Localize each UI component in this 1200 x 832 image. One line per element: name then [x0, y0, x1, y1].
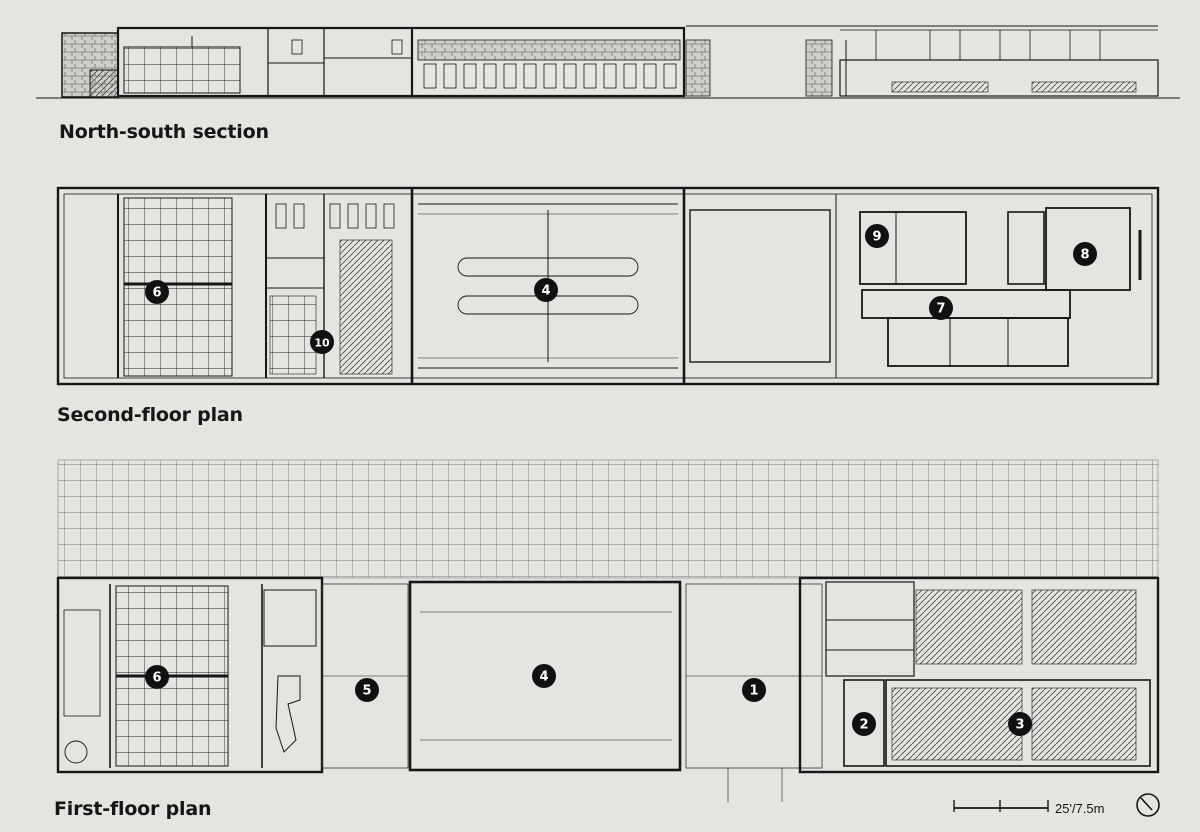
scale-bar — [953, 800, 1049, 812]
second-floor-room-number: 10 — [314, 337, 330, 350]
first-floor-room-marker-4: 4 — [532, 664, 556, 688]
first-floor-room-marker-2: 2 — [852, 712, 876, 736]
second-floor-room-marker-10: 10 — [310, 330, 334, 354]
first-floor-room-number: 2 — [859, 718, 868, 733]
north-south-section — [36, 25, 1180, 99]
second-floor-room-marker-7: 7 — [929, 296, 953, 320]
second-floor-room-marker-6: 6 — [145, 280, 169, 304]
second-floor-room-number: 8 — [1080, 248, 1089, 263]
north-arrow-icon — [1136, 793, 1160, 817]
first-floor-title: First-floor plan — [54, 798, 212, 820]
second-floor-title: Second-floor plan — [57, 404, 243, 426]
second-floor-room-number: 6 — [152, 286, 161, 301]
second-floor-room-marker-4: 4 — [534, 278, 558, 302]
scale-label: 25'/7.5m — [1055, 801, 1105, 816]
second-floor-room-marker-9: 9 — [865, 224, 889, 248]
first-floor-room-number: 5 — [362, 684, 371, 699]
section-title: North-south section — [59, 121, 269, 143]
first-floor-room-marker-5: 5 — [355, 678, 379, 702]
first-floor-room-number: 1 — [749, 684, 758, 699]
first-floor-room-marker-6: 6 — [145, 665, 169, 689]
first-floor-room-markers: 6 5 4 1 2 3 — [145, 664, 1032, 736]
second-floor-room-number: 9 — [872, 230, 881, 245]
first-floor-room-marker-3: 3 — [1008, 712, 1032, 736]
second-floor-plan — [56, 186, 1160, 386]
second-floor-room-markers: 6 10 4 9 7 8 — [145, 224, 1097, 354]
first-floor-room-number: 6 — [152, 671, 161, 686]
first-floor-room-number: 4 — [539, 670, 548, 685]
first-floor-room-marker-1: 1 — [742, 678, 766, 702]
second-floor-room-marker-8: 8 — [1073, 242, 1097, 266]
second-floor-room-number: 7 — [936, 302, 945, 317]
second-floor-room-number: 4 — [541, 284, 550, 299]
first-floor-room-number: 3 — [1015, 718, 1024, 733]
first-floor-plan — [56, 459, 1160, 802]
